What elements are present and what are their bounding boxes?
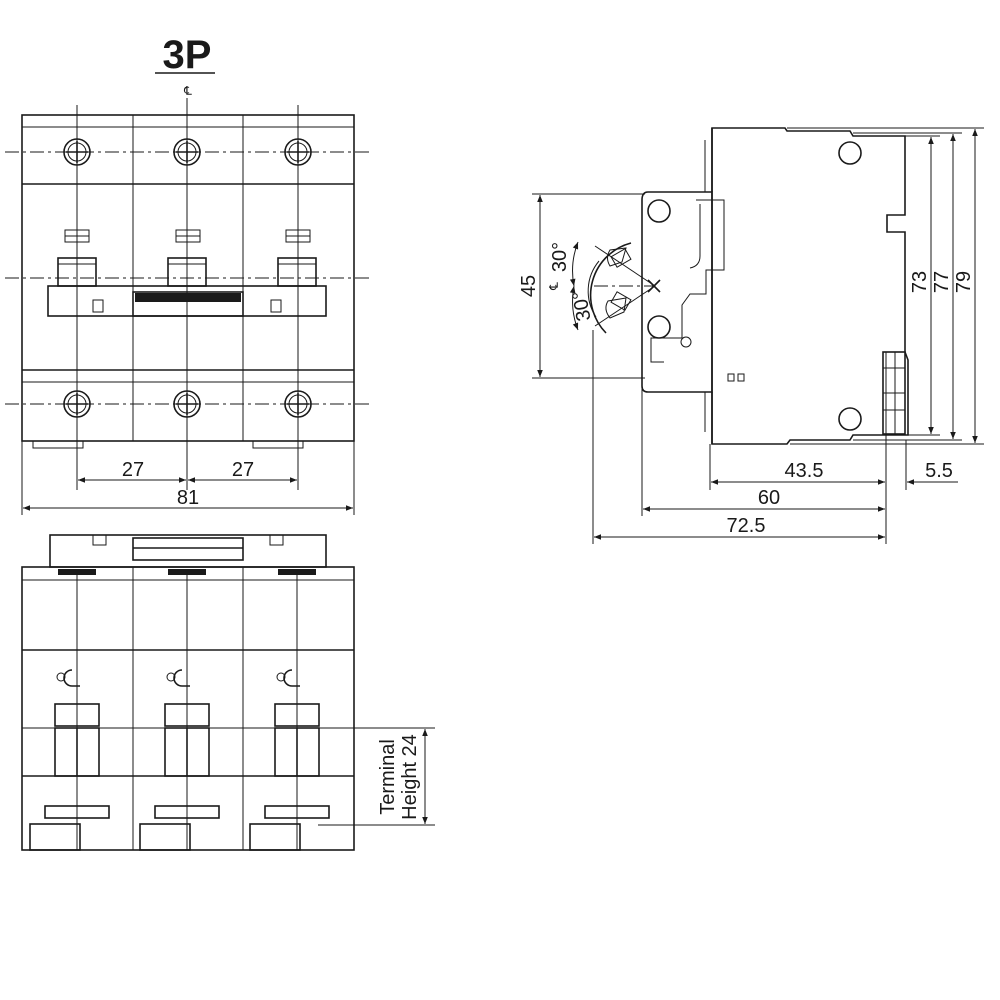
side-view: 30° 30° ℄ 45 73 77 79 xyxy=(518,127,984,544)
front-view: 27 27 81 xyxy=(5,98,372,515)
centerline-symbol-side: ℄ xyxy=(547,282,561,291)
mounting-hole-icon xyxy=(838,141,862,165)
dim-pitch-left: 27 xyxy=(122,459,144,481)
din-rail-clip xyxy=(882,351,906,435)
dim-60: 60 xyxy=(758,487,780,509)
handle-rotation: 30° 30° ℄ xyxy=(547,241,661,334)
centerline-symbol-top: ℄ xyxy=(183,84,192,98)
indicator-window-group xyxy=(64,229,311,243)
dim-depths: 43.5 5.5 60 72.5 xyxy=(592,330,958,544)
terminal-screw-icon xyxy=(173,390,201,418)
front-body-outline xyxy=(21,114,355,442)
dim-43-5: 43.5 xyxy=(785,460,824,482)
terminal-screw-icon xyxy=(284,138,312,166)
dim-77: 77 xyxy=(931,271,953,293)
terminal-label-line1: Terminal xyxy=(377,739,399,815)
handle-tie-bar xyxy=(47,285,327,317)
terminal-label-line2: Height 24 xyxy=(399,734,421,820)
title-block: 3P ℄ xyxy=(155,33,215,98)
dim-handle-height: 45 xyxy=(518,193,645,379)
bottom-pole-1 xyxy=(29,569,110,851)
terminal-height-dimension: Terminal Height 24 xyxy=(318,727,435,826)
dim-overall-width: 81 xyxy=(177,487,199,509)
dim-right-heights: 73 77 79 xyxy=(787,127,984,445)
dim-5-5: 5.5 xyxy=(925,460,953,482)
mounting-hole-icon xyxy=(647,199,671,223)
pole-title: 3P xyxy=(163,33,212,77)
terminal-screw-icon xyxy=(63,390,91,418)
dim-72-5: 72.5 xyxy=(727,515,766,537)
bottom-tie-bar xyxy=(49,534,327,568)
terminal-screw-icon xyxy=(173,138,201,166)
dim-pitch-right: 27 xyxy=(232,459,254,481)
bottom-view: Terminal Height 24 xyxy=(21,534,435,851)
bottom-body-outline xyxy=(21,566,355,851)
dim-45: 45 xyxy=(518,275,540,297)
terminal-screw-icon xyxy=(63,138,91,166)
dim-79: 79 xyxy=(953,271,975,293)
terminal-screw-icon xyxy=(284,390,312,418)
angle-upper-label: 30° xyxy=(549,242,571,272)
front-dimensions: 27 27 81 xyxy=(21,441,355,515)
mounting-hole-icon xyxy=(838,407,862,431)
side-body-outline xyxy=(711,127,909,445)
angle-lower-label: 30° xyxy=(569,289,596,323)
mounting-hole-icon xyxy=(647,315,671,339)
dim-73: 73 xyxy=(909,271,931,293)
bottom-pole-2 xyxy=(139,569,220,851)
bottom-pole-3 xyxy=(249,569,330,851)
